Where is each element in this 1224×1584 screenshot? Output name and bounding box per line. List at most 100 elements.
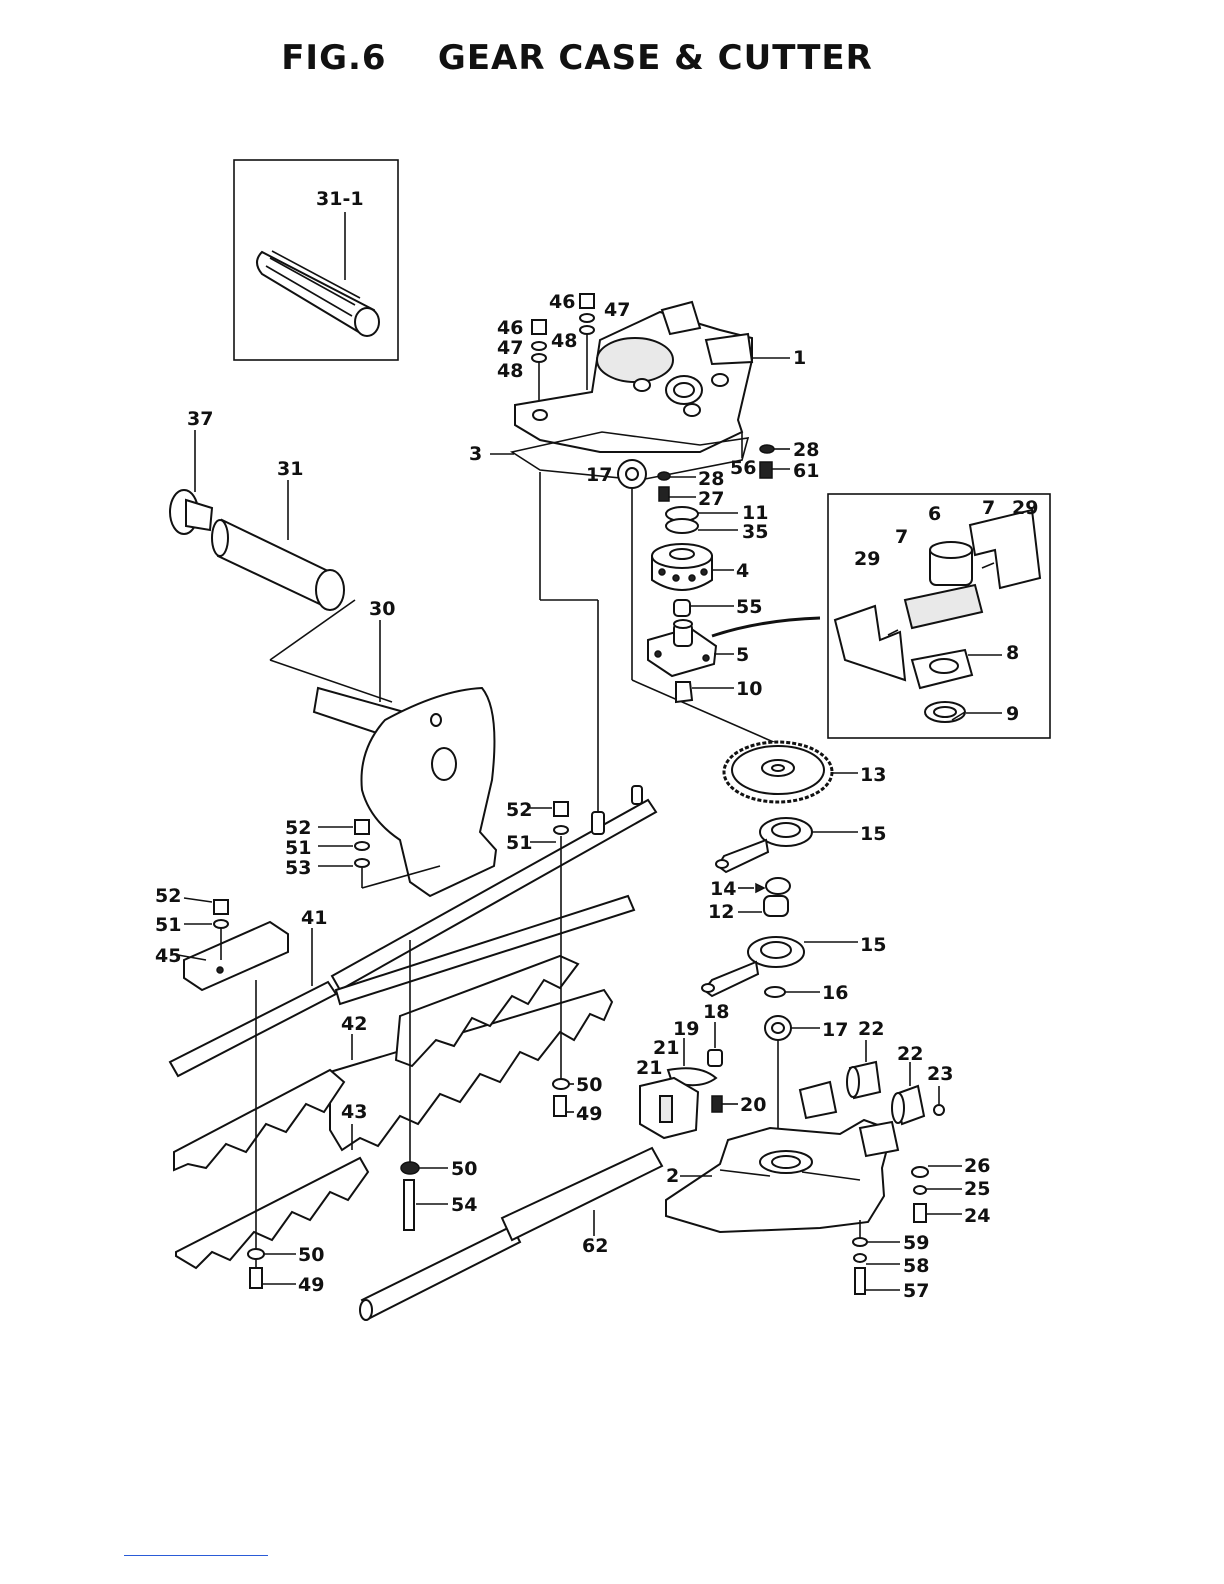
part-block-21: [640, 1078, 698, 1138]
label-13: 13: [860, 764, 886, 786]
label-5: 5: [736, 644, 749, 666]
part-grip-31-1: [257, 212, 379, 336]
part-nut-23: [934, 1105, 944, 1115]
label-6: 6: [928, 503, 941, 525]
part-washer-26: [912, 1167, 928, 1177]
label-53: 53: [285, 857, 311, 879]
label-7-top: 7: [982, 497, 995, 519]
part-eccentric-12: [764, 878, 790, 916]
label-46-top: 46: [549, 291, 575, 313]
label-48-top: 48: [551, 330, 577, 352]
part-crank-5: [648, 618, 820, 676]
part-washer-58: [854, 1254, 866, 1262]
label-25: 25: [964, 1178, 990, 1200]
label-17-top: 17: [586, 464, 612, 486]
label-22-left: 22: [858, 1018, 884, 1040]
label-35: 35: [742, 521, 768, 543]
label-62: 62: [582, 1235, 608, 1257]
label-30: 30: [369, 598, 395, 620]
label-15-lower: 15: [860, 934, 886, 956]
part-bushing-22-left: [847, 1062, 880, 1098]
label-59: 59: [903, 1232, 929, 1254]
label-8: 8: [1006, 642, 1019, 664]
label-22-right: 22: [897, 1043, 923, 1065]
label-26: 26: [964, 1155, 990, 1177]
part-nut-stack-top: [580, 294, 594, 390]
part-gear-case-1: [515, 302, 752, 452]
label-61: 61: [793, 460, 819, 482]
part-bolt-57: [855, 1268, 865, 1294]
label-52-left: 52: [155, 885, 181, 907]
label-49-right: 49: [576, 1103, 602, 1125]
label-58: 58: [903, 1255, 929, 1277]
label-3: 3: [469, 443, 482, 465]
part-connecting-rod-15-upper: [716, 818, 812, 872]
part-clip-45: [184, 922, 288, 990]
label-7-left: 7: [895, 526, 908, 548]
part-spacer-18: [708, 1050, 722, 1066]
label-23: 23: [927, 1063, 953, 1085]
label-50-left: 50: [298, 1244, 324, 1266]
label-37: 37: [187, 408, 213, 430]
part-washer-50-left: [248, 1249, 264, 1259]
part-hub-4: [652, 544, 712, 590]
label-18: 18: [703, 1001, 729, 1023]
label-50-right: 50: [576, 1074, 602, 1096]
label-48-left: 48: [497, 360, 523, 382]
label-21-lower: 21: [636, 1057, 662, 1079]
part-pin-10: [676, 682, 692, 702]
label-47-left: 47: [497, 337, 523, 359]
part-bushing-22-right: [892, 1086, 924, 1124]
part-lower-gear-case-2: [666, 1082, 898, 1232]
label-57: 57: [903, 1280, 929, 1302]
part-washer-28-mid: [658, 472, 670, 480]
part-bolt-24: [914, 1204, 926, 1222]
label-51-right: 51: [506, 832, 532, 854]
label-29-left: 29: [854, 548, 880, 570]
part-bushing-55: [674, 600, 690, 616]
footer-rule: [124, 1555, 268, 1556]
label-4: 4: [736, 560, 749, 582]
part-bolt-61: [760, 462, 772, 478]
part-bolt-49-left: [250, 1268, 262, 1288]
label-31-1: 31-1: [316, 188, 364, 210]
label-14: 14: [710, 878, 736, 900]
part-washer-28-right: [760, 445, 774, 453]
label-51-center: 51: [285, 837, 311, 859]
label-56: 56: [730, 457, 756, 479]
label-27: 27: [698, 488, 724, 510]
label-47-top: 47: [604, 299, 630, 321]
part-bolt-27: [659, 487, 669, 501]
part-washer-25: [914, 1186, 926, 1194]
part-clamp-assembly: [835, 510, 1040, 722]
label-45: 45: [155, 945, 181, 967]
label-46-left: 46: [497, 317, 523, 339]
label-49-left: 49: [298, 1274, 324, 1296]
label-42: 42: [341, 1013, 367, 1035]
label-20: 20: [740, 1094, 766, 1116]
part-ring-35: [666, 519, 698, 533]
part-washer-50-right: [553, 1079, 569, 1089]
label-41: 41: [301, 907, 327, 929]
part-bolt-54: [404, 1180, 414, 1230]
label-54: 54: [451, 1194, 477, 1216]
label-9: 9: [1006, 703, 1019, 725]
part-cap-37: [170, 430, 212, 534]
part-bearing-17-lower: [765, 1016, 791, 1140]
label-21-upper: 21: [653, 1037, 679, 1059]
label-2: 2: [666, 1165, 679, 1187]
part-washer-50-center: [401, 1162, 419, 1174]
part-washer-59: [853, 1238, 867, 1246]
label-55: 55: [736, 596, 762, 618]
part-key-14: [756, 884, 764, 892]
label-43: 43: [341, 1101, 367, 1123]
part-connecting-rod-15-lower: [702, 937, 804, 996]
label-16: 16: [822, 982, 848, 1004]
label-28-mid: 28: [698, 468, 724, 490]
label-17-lower: 17: [822, 1019, 848, 1041]
label-28-right: 28: [793, 439, 819, 461]
label-52-right: 52: [506, 799, 532, 821]
part-bolt-49-right: [554, 1096, 566, 1116]
part-roller-31: [212, 480, 344, 610]
